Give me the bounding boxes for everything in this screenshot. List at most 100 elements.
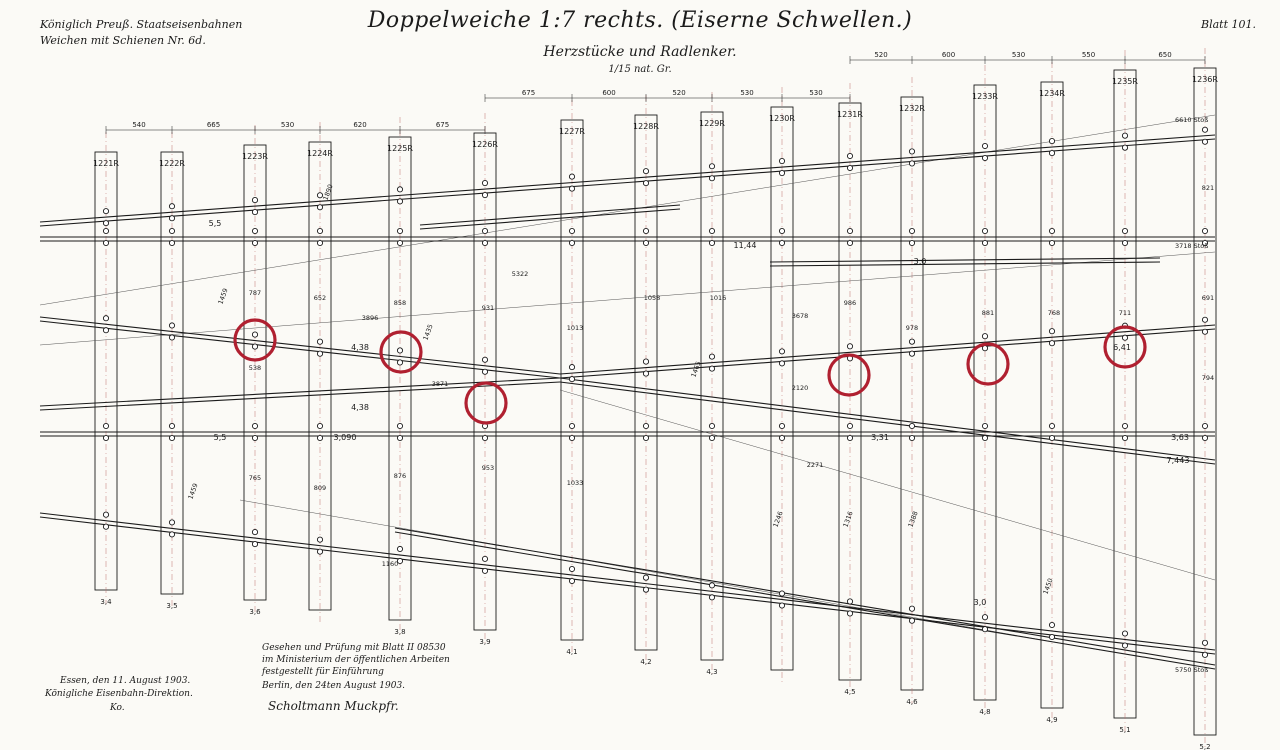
sleeper-index-label: 5,2 <box>1199 743 1210 750</box>
bolt <box>396 422 404 430</box>
bolt <box>102 239 110 247</box>
sleeper-index-label: 3,4 <box>100 598 112 606</box>
bolt <box>481 239 489 247</box>
bolt <box>251 239 259 247</box>
bolt <box>642 239 650 247</box>
length-label: 7,443 <box>1167 456 1190 465</box>
dimension-value-mid: 520 <box>672 89 685 97</box>
authority: Königliche Eisenbahn-Direktion. <box>45 689 193 699</box>
bolt <box>708 594 716 601</box>
construction-line <box>39 251 1216 346</box>
bolt <box>642 227 650 235</box>
bolt <box>168 203 176 210</box>
bolt <box>168 215 176 222</box>
bolt <box>568 376 576 383</box>
certification-line-3: festgestellt für Einführung <box>262 667 384 677</box>
bolt <box>396 434 404 442</box>
bolt <box>396 347 404 354</box>
dimension-label: 858 <box>394 299 406 307</box>
bolt <box>981 626 989 633</box>
bolt <box>168 227 176 235</box>
sleeper-index-label: 3,6 <box>249 608 261 616</box>
sleeper-index-label: 4,9 <box>1046 716 1057 724</box>
dimension-label: 652 <box>314 294 326 302</box>
dimension-label: 953 <box>482 464 494 472</box>
dimension-label: 1246 <box>772 510 785 528</box>
dimension-label: 876 <box>394 472 406 480</box>
bolt <box>846 343 854 350</box>
bolt <box>1121 642 1129 649</box>
dimension-label: 1459 <box>187 482 200 500</box>
check-rail-upper <box>419 204 681 226</box>
sleeper-label: 1221R <box>93 159 119 168</box>
bolt <box>1048 138 1056 145</box>
bolt <box>1201 138 1209 145</box>
length-label: 4,38 <box>351 343 369 352</box>
length-label: 6,41 <box>1113 343 1131 352</box>
bolt <box>981 227 989 235</box>
joint-note: 6610 Stoß <box>1175 116 1208 124</box>
dimension-label: 986 <box>844 299 856 307</box>
sleeper-index-label: 4,8 <box>979 708 990 716</box>
bolt <box>102 327 110 334</box>
bolt <box>568 422 576 430</box>
bolt <box>708 239 716 247</box>
check-rail-upper <box>419 208 681 230</box>
sleeper <box>160 151 184 595</box>
dimension-value-top-right: 550 <box>1082 51 1095 59</box>
dimension-value-mid: 530 <box>809 89 822 97</box>
dimension-value-top-right: 600 <box>942 51 955 59</box>
length-label: 3,0 <box>974 598 987 607</box>
bolt <box>1048 227 1056 235</box>
bolt <box>102 434 110 442</box>
bolt <box>778 348 786 355</box>
length-label: 11,44 <box>734 241 757 250</box>
sleeper-index-label: 4,2 <box>640 658 651 666</box>
bolt <box>778 170 786 177</box>
bolt <box>251 422 259 430</box>
dimension-label: 1435 <box>422 323 435 341</box>
dimension-label: 711 <box>1119 309 1131 317</box>
bolt <box>1048 434 1056 442</box>
sleeper <box>1193 67 1217 736</box>
sleeper <box>243 144 267 601</box>
bolt <box>708 434 716 442</box>
bolt <box>251 197 259 204</box>
highlight-circle <box>827 353 871 397</box>
rail-lower-diverging <box>39 516 1216 655</box>
dimension-label: 765 <box>249 474 261 482</box>
highlight-circle <box>379 330 423 374</box>
bolt <box>846 598 854 605</box>
sleeper-label: 1228R <box>633 122 659 131</box>
bolt <box>642 168 650 175</box>
bolt <box>1201 328 1209 335</box>
dimension-value-top-left: 620 <box>353 121 366 129</box>
sleeper <box>973 84 997 701</box>
bolt <box>316 204 324 211</box>
bolt <box>1048 328 1056 335</box>
bolt <box>1201 239 1209 247</box>
sleeper-label: 1231R <box>837 110 863 119</box>
dimension-label: 3871 <box>432 380 449 388</box>
bolt <box>778 602 786 609</box>
rail-lower-check <box>394 527 1216 666</box>
rail-upper-diverging <box>39 134 1216 223</box>
signature-1: Ko. <box>110 703 125 713</box>
bolt <box>642 434 650 442</box>
bolt <box>1121 144 1129 151</box>
sleeper <box>770 106 794 671</box>
sleeper-label: 1225R <box>387 144 413 153</box>
bolt <box>981 154 989 162</box>
bolt <box>568 434 576 442</box>
bolt <box>846 164 854 172</box>
certification-line-1: Gesehen und Prüfung mit Blatt II 08530 <box>262 643 446 653</box>
highlight-markers <box>233 318 1147 425</box>
sleeper-index-label: 4,6 <box>906 698 918 706</box>
length-label: 3,090 <box>334 433 357 442</box>
bolt <box>846 152 854 160</box>
bolt <box>846 422 854 430</box>
bolt <box>1121 334 1129 341</box>
bolt <box>568 173 576 180</box>
sleeper-label: 1227R <box>559 127 585 136</box>
